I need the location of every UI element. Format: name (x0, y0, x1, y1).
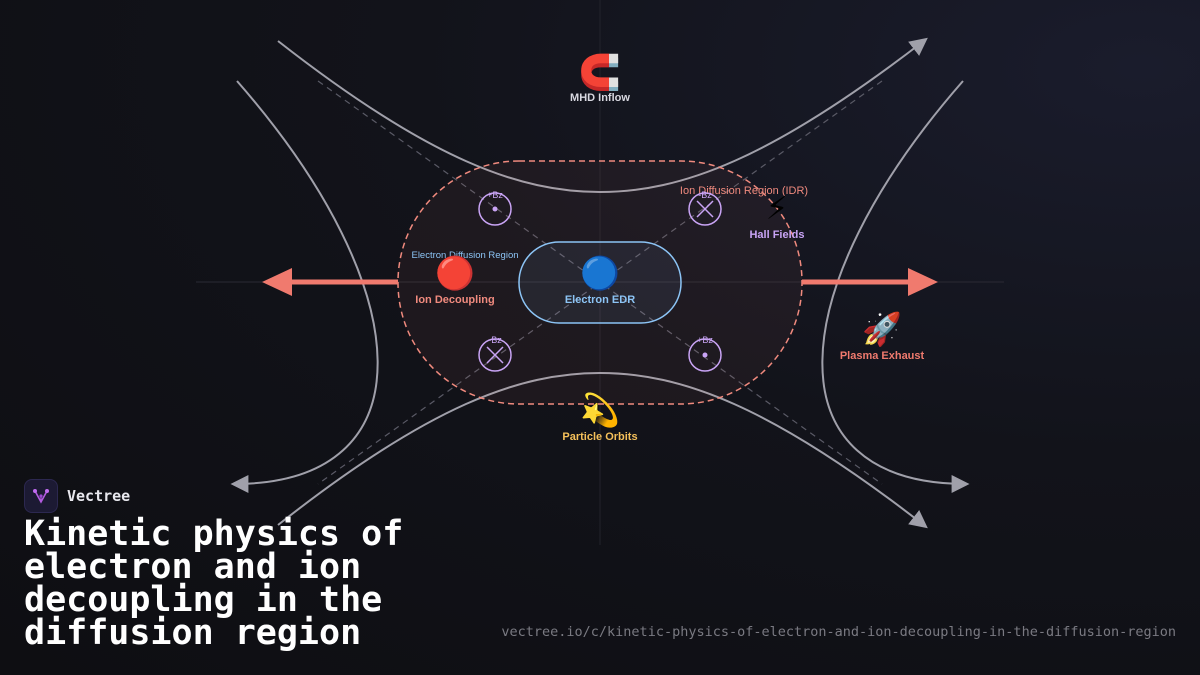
ion-decoupling-label: Ion Decoupling (415, 294, 494, 306)
node-mhd-inflow: 🧲 MHD Inflow (570, 53, 630, 104)
separatrix-2 (317, 80, 883, 485)
field-line-left (230, 80, 379, 493)
outflow-right-arrowhead (908, 268, 938, 296)
svg-text:-Bz: -Bz (488, 335, 502, 345)
hall-fields-label: Hall Fields (749, 229, 804, 241)
outflow-left-arrowhead (262, 268, 292, 296)
plasma-exhaust-label: Plasma Exhaust (840, 350, 925, 362)
magnet-icon: 🧲 (579, 53, 621, 92)
svg-text:+Bz: +Bz (697, 335, 713, 345)
svg-text:+Bz: +Bz (487, 190, 503, 200)
blue-circle-icon: 🔵 (580, 255, 620, 291)
particle-orbits-label: Particle Orbits (562, 431, 637, 443)
source-url[interactable]: vectree.io/c/kinetic-physics-of-electron… (501, 624, 1176, 640)
node-particle-orbits: 💫 Particle Orbits (562, 392, 637, 443)
node-plasma-exhaust: 🚀 Plasma Exhaust (840, 311, 925, 362)
electron-edr-label: Electron EDR (565, 294, 635, 306)
field-line-bottom (277, 371, 928, 529)
node-ion-decoupling: 🔴 Ion Decoupling (415, 255, 494, 306)
bz-marker-top-left: +Bz (478, 190, 512, 226)
bz-marker-bottom-left: -Bz (478, 335, 512, 372)
rocket-icon: 🚀 (862, 311, 902, 347)
bz-marker-bottom-right: +Bz (688, 335, 722, 372)
field-out-dot-icon (702, 352, 708, 358)
dizzy-icon: 💫 (580, 392, 620, 430)
brand-name: Vectree (67, 487, 131, 505)
node-hall-fields: ⚡ Hall Fields (749, 190, 804, 241)
edr-label: Electron Diffusion Region (411, 250, 518, 261)
field-out-dot-icon (492, 206, 498, 212)
red-circle-icon: 🔴 (435, 255, 475, 291)
mhd-inflow-label: MHD Inflow (570, 92, 630, 104)
page-title: Kinetic physics of electron and ion deco… (24, 514, 404, 653)
brand: Vectree (24, 479, 130, 513)
svg-text:-Bz: -Bz (698, 190, 712, 200)
lightning-icon: ⚡ (766, 190, 788, 226)
node-electron-edr: 🔵 Electron EDR (565, 255, 635, 306)
vectree-logo-icon (24, 479, 58, 513)
field-line-right (821, 80, 970, 493)
field-line-top (277, 37, 928, 194)
bz-marker-top-right: -Bz (688, 190, 722, 226)
electron-diffusion-region (518, 241, 682, 324)
